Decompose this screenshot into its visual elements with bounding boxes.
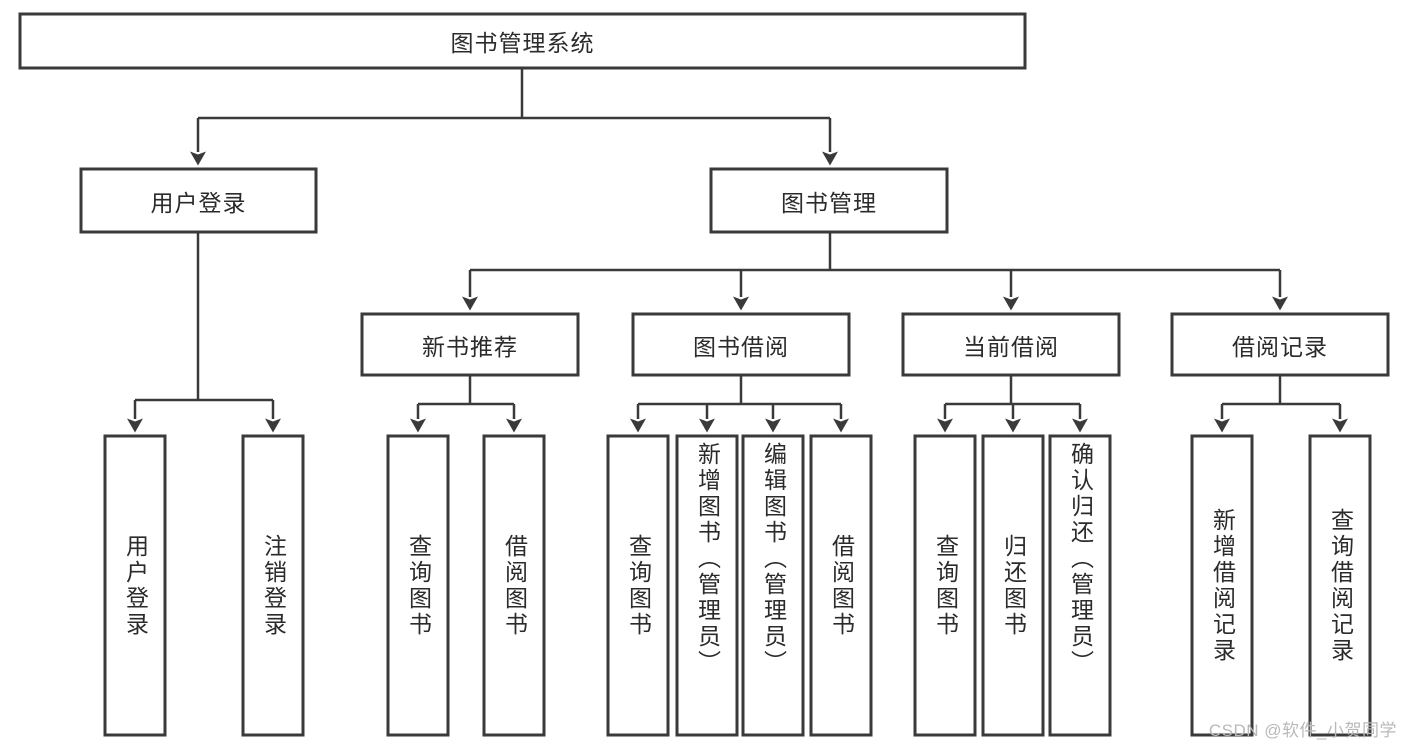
watermark-text: CSDN @软件_小贺同学 [1208,721,1397,740]
box-leaf-user-login-1[interactable] [241,434,305,737]
box-leaf-book-borrow-3[interactable] [809,434,873,737]
box-book-manage[interactable] [709,167,949,234]
box-leaf-user-login-0[interactable] [103,434,167,737]
box-leaf-borrow-record-0[interactable] [1190,434,1254,737]
box-leaf-borrow-record-1[interactable] [1308,434,1372,737]
box-root[interactable] [18,12,1027,70]
box-leaf-new-book-1[interactable] [482,434,546,737]
box-user-login[interactable] [79,167,318,234]
box-leaf-current-borrow-0[interactable] [913,434,977,737]
box-book-borrow[interactable] [631,312,851,377]
box-current-borrow[interactable] [901,312,1121,377]
box-leaf-book-borrow-0[interactable] [606,434,670,737]
box-new-book-recommend[interactable] [360,312,580,377]
box-borrow-record[interactable] [1170,312,1390,377]
box-leaf-new-book-0[interactable] [386,434,450,737]
box-leaf-current-borrow-2[interactable] [1048,434,1112,737]
box-leaf-current-borrow-1[interactable] [981,434,1045,737]
box-leaf-book-borrow-1[interactable] [675,434,739,737]
box-leaf-book-borrow-2[interactable] [741,434,805,737]
